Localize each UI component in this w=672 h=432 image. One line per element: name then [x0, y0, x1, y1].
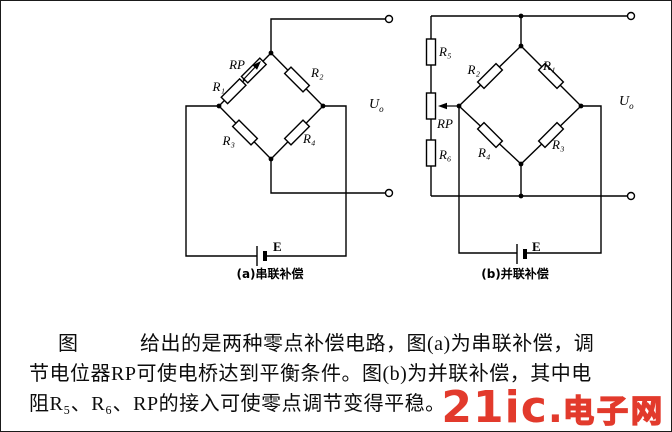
resistor-r4-body — [283, 119, 311, 146]
label-r3: R₃ — [222, 133, 235, 148]
uo-base: U — [369, 97, 380, 112]
output-terminal-bottom — [626, 191, 636, 201]
watermark-separator: . — [547, 386, 563, 432]
label-r2: R₂ — [310, 65, 324, 80]
label-output-voltage: Uo — [369, 97, 384, 114]
label-r5: R₅ — [438, 44, 451, 59]
circuit-a: RP R₁ R₂ R₃ R₄ E Uo (a)串联补偿 — [185, 14, 394, 281]
junction-dot — [268, 156, 274, 162]
junction-dot — [456, 103, 462, 109]
wiper-arrow-icon — [252, 61, 261, 70]
output-terminal-top — [626, 11, 636, 21]
label-r4: R₄ — [302, 131, 316, 146]
resistor-rp-body — [425, 92, 437, 120]
watermark-brand: 21ic — [441, 382, 548, 432]
junction-dot — [320, 103, 326, 109]
description-line-2: 节电位器RP可使电桥达到平衡条件。图(b)为并联补偿，其中电 — [29, 363, 592, 385]
watermark-suffix: 电子网 — [562, 394, 665, 430]
label-output-voltage: Uo — [619, 94, 634, 111]
resistor-r4-body — [476, 121, 504, 149]
uo-sub: o — [629, 101, 634, 111]
resistor-r1-body — [537, 62, 565, 90]
resistor-r3-body — [231, 119, 259, 146]
circuit-figure: RP R₁ R₂ R₃ R₄ E Uo (a)串联补偿 — [185, 11, 636, 281]
description-line-3: 阻R₅、R₆、RP的接入可使零点调节变得平稳。 — [29, 393, 446, 415]
circuit-b-wires — [430, 15, 627, 254]
resistor-r5-body — [425, 38, 437, 66]
junction-dot — [518, 13, 524, 19]
label-rp: RP — [436, 116, 453, 131]
junction-dot — [216, 103, 222, 109]
circuit-b: R₅ RP R₆ R₂ R₁ R₄ R₃ E Uo (b)并联补偿 — [425, 11, 636, 281]
resistor-rp-body — [240, 57, 268, 84]
label-battery: E — [273, 239, 282, 254]
junction-dot — [518, 43, 524, 49]
uo-sub: o — [379, 104, 384, 114]
junction-dot — [268, 50, 274, 56]
label-r6: R₆ — [438, 147, 451, 162]
junction-dot — [518, 161, 524, 167]
label-r4: R₄ — [477, 145, 491, 160]
resistor-r2-body — [283, 66, 311, 93]
label-r2: R₂ — [467, 62, 481, 77]
resistor-r6-body — [425, 139, 437, 167]
site-watermark: 21ic.电子网 — [441, 386, 665, 431]
output-terminal-top — [384, 14, 394, 24]
label-battery: E — [532, 239, 541, 254]
figure-description: 图 给出的是两种零点补偿电路，图(a)为串联补偿，调 节电位器RP可使电桥达到平… — [29, 329, 661, 419]
uo-base: U — [619, 94, 630, 109]
junction-dot — [578, 103, 584, 109]
caption-a: (a)串联补偿 — [236, 266, 303, 281]
description-line-1: 图 给出的是两种零点补偿电路，图(a)为串联补偿，调 — [58, 333, 595, 355]
label-r3: R₃ — [551, 137, 564, 152]
output-terminal-bottom — [384, 188, 394, 198]
junction-dot — [518, 193, 524, 199]
caption-b: (b)并联补偿 — [481, 266, 549, 281]
label-r1: R₁ — [542, 58, 555, 73]
resistor-r2-body — [476, 62, 504, 90]
label-rp: RP — [228, 57, 245, 72]
wiper-arrow-icon — [438, 102, 447, 110]
label-r1: R₁ — [212, 79, 225, 94]
resistor-r1-body — [220, 77, 247, 105]
resistor-r3-body — [537, 121, 565, 149]
